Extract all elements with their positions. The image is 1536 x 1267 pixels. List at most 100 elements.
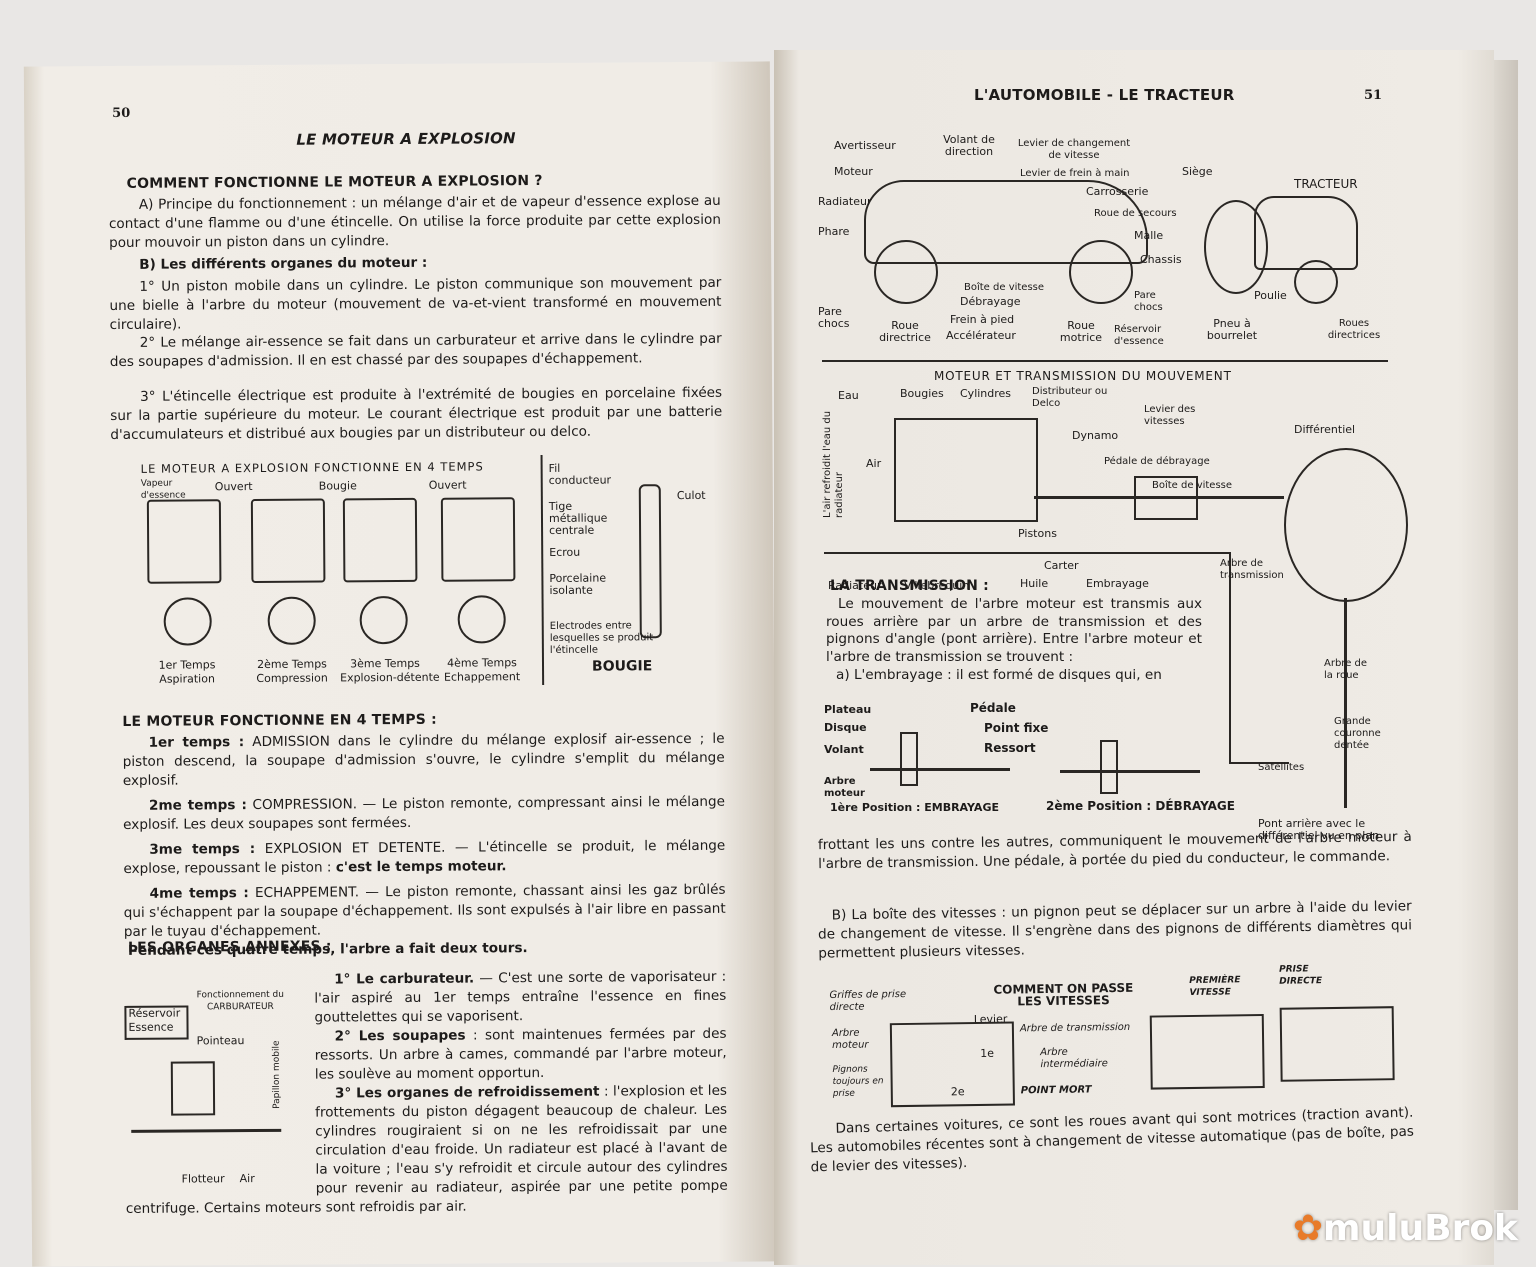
temps-item: 1er temps : ADMISSION dans le cylindre d… (122, 730, 725, 789)
tractor-diagram: Siège TRACTEUR Poulie Pneu à bourrelet R… (1174, 160, 1384, 350)
gearbox-label: 2e (950, 1085, 965, 1099)
gearbox-label: Arbre intermédiaire (1040, 1046, 1108, 1071)
plug-title: BOUGIE (591, 658, 653, 675)
cylinder-3 (111, 454, 723, 645)
stroke-number: 3ème Temps (350, 656, 420, 671)
clutch-label: Point fixe (984, 721, 1049, 735)
car-label: Phare (818, 225, 850, 238)
transmission-label: Levier des vitesses (1144, 404, 1196, 427)
transmission-label: Villebrequin (904, 579, 970, 592)
tractor-label: Pneu à bourrelet (1206, 317, 1258, 342)
clutch-caption: 1ère Position : EMBRAYAGE (830, 801, 999, 814)
car-label: Volant de direction (943, 133, 995, 158)
transmission-label: Carter (1044, 559, 1079, 572)
gearbox-label: Arbre moteur (831, 1027, 869, 1052)
gearbox-diagram: COMMENT ON PASSE LES VITESSES Griffes de… (829, 956, 1411, 1114)
transmission-label: Eau (838, 389, 859, 402)
gearbox-label: 1e (980, 1046, 995, 1060)
car-label: Réservoir d'essence (1114, 324, 1164, 347)
car-label: Levier de changement de vitesse (1017, 138, 1131, 161)
transmission-label: Satellites (1258, 762, 1305, 773)
transmission-label: Pédale de débrayage (1104, 456, 1210, 467)
paragraph: Le mouvement de l'arbre moteur est trans… (826, 596, 1202, 665)
plug-label: Culot (676, 488, 706, 503)
clutch-label: Pédale (970, 701, 1016, 715)
clutch-label: Arbre moteur (824, 776, 865, 799)
clutch-label: Disque (824, 721, 867, 734)
cylinder-1 (111, 454, 723, 646)
car-label: Accélérateur (946, 329, 1016, 342)
pont-caption: Pont arrière avec le différentiel vu en … (1258, 817, 1380, 842)
transmission-label: Différentiel (1294, 423, 1356, 436)
gearbox-label: POINT MORT (1020, 1084, 1092, 1097)
four-stroke-diagram: LE MOTEUR A EXPLOSION FONCTIONNE EN 4 TE… (111, 454, 725, 698)
paragraph: 3° L'étincelle électrique est produite à… (110, 384, 723, 444)
car-label: Malle (1134, 229, 1164, 242)
clutch-diagram: Plateau Disque Volant Arbre moteur Pédal… (820, 690, 1235, 820)
tractor-label: TRACTEUR (1294, 177, 1358, 191)
gearbox-label: Griffes de prise directe (829, 988, 907, 1014)
car-label: Moteur (834, 165, 873, 178)
flower-icon: ✿ (1292, 1208, 1324, 1249)
paragraph: frottant les uns contre les autres, comm… (817, 828, 1412, 873)
transmission-label: Pistons (1018, 527, 1057, 540)
car-label: Avertisseur (834, 139, 896, 152)
car-diagram: Avertisseur Moteur Radiateur Phare Pare … (818, 130, 1182, 350)
car-label: Roue directrice (879, 319, 931, 344)
diagram-title: LE MOTEUR A EXPLOSION FONCTIONNE EN 4 TE… (140, 459, 484, 476)
transmission-label: Grande couronne dentée (1334, 716, 1381, 751)
section-heading: LA TRANSMISSION : (830, 578, 989, 594)
section-heading: LE MOTEUR FONCTIONNE EN 4 TEMPS : (122, 711, 437, 730)
page-edges (1494, 60, 1518, 1210)
stroke-number: 2ème Temps (257, 657, 327, 672)
stroke-name: Explosion-détente (340, 670, 440, 685)
gearbox-label: PREMIÈRE VITESSE (1189, 975, 1241, 999)
plug-label: Ecrou (549, 545, 581, 559)
paragraph: 1° Un piston mobile dans un cylindre. Le… (109, 274, 722, 334)
spark-plug-drawing (638, 484, 662, 639)
page-header: L'AUTOMOBILE - LE TRACTEUR (974, 86, 1235, 104)
clutch-label: Ressort (984, 741, 1036, 755)
annexes-list: 1° Le carburateur. — C'est une sorte de … (124, 968, 728, 1219)
diagram-title: MOTEUR ET TRANSMISSION DU MOUVEMENT (934, 369, 1232, 383)
stroke-name: Aspiration (159, 672, 215, 686)
gearbox-direct-drawing (1279, 1006, 1395, 1082)
transmission-label: Boîte de vitesse (1152, 480, 1233, 491)
plug-label: Electrodes entre lesquelles se produit l… (549, 620, 654, 656)
tractor-label: Poulie (1254, 289, 1287, 302)
section-heading: LES ORGANES ANNEXES : (127, 938, 332, 956)
gearbox-label: Pignons toujours en prise (832, 1064, 884, 1100)
car-label: Pare chocs (1134, 290, 1163, 313)
page-number: 50 (112, 105, 131, 122)
gearbox-label: Arbre de transmission (1019, 1021, 1131, 1035)
car-label: Roue motrice (1059, 319, 1103, 344)
transmission-diagram: MOTEUR ET TRANSMISSION DU MOUVEMENT Eau … (822, 368, 1408, 848)
clutch-caption: 2ème Position : DÉBRAYAGE (1046, 799, 1235, 813)
plug-label: Fil conducteur (548, 461, 612, 487)
car-label: Boîte de vitesse (964, 282, 1045, 293)
paragraph: Dans certaines voitures, ce sont les rou… (809, 1104, 1415, 1176)
car-label: Pare chocs (818, 305, 850, 330)
diagram-title: COMMENT ON PASSE LES VITESSES (993, 980, 1134, 1009)
page-title: LE MOTEUR A EXPLOSION (296, 129, 516, 149)
stroke-number: 4ème Temps (447, 656, 517, 670)
plug-label: Porcelaine isolante (549, 571, 607, 597)
section-heading: COMMENT FONCTIONNE LE MOTEUR A EXPLOSION… (126, 172, 543, 192)
paragraph-heading: B) Les différents organes du moteur : (139, 254, 428, 273)
stroke-name: Echappement (443, 670, 521, 684)
clutch-label: Volant (824, 743, 864, 756)
right-page: L'AUTOMOBILE - LE TRACTEUR 51 Avertisseu… (774, 50, 1494, 1265)
cylinder-2 (111, 454, 723, 645)
cylinder-4 (111, 454, 723, 644)
car-label: Roue de secours (1094, 208, 1177, 219)
car-label: Carrosserie (1086, 185, 1149, 198)
watermark-logo: ✿muluBrok (1292, 1208, 1518, 1249)
transmission-label: Arbre de transmission (1220, 558, 1284, 581)
transmission-label: Bougies (900, 387, 944, 400)
transmission-label: L'air refroidit l'eau du radiateur (822, 410, 845, 518)
differential-drawing (1284, 448, 1408, 602)
page-number: 51 (1364, 88, 1383, 103)
transmission-label: Cylindres (960, 387, 1012, 400)
car-label: Débrayage (960, 295, 1021, 308)
paragraph-principe: A) Principe du fonctionnement : un mélan… (108, 192, 721, 252)
